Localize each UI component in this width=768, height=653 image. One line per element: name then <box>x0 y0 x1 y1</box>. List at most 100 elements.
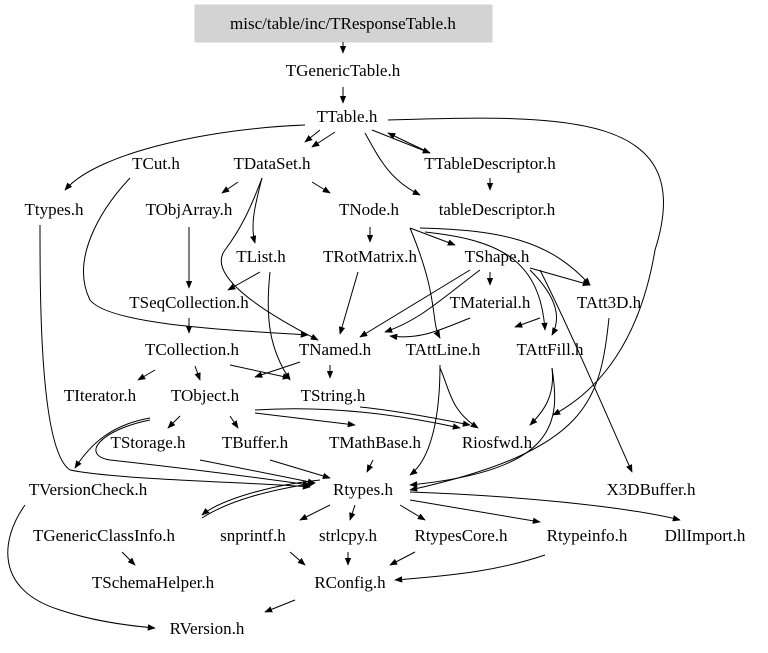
node-tgenerictable[interactable]: TGenericTable.h <box>286 61 401 80</box>
edge-rtypes-tgenericclassinfo <box>201 479 321 516</box>
edge-tobject-tstorage <box>167 415 181 429</box>
node-strlcpy[interactable]: strlcpy.h <box>319 526 377 545</box>
edge-ttypes-rtypes <box>39 224 311 490</box>
edge-tstring-riosfwd <box>359 406 471 427</box>
node-tobject[interactable]: TObject.h <box>171 386 240 405</box>
edge-tlist-tstring <box>267 271 291 381</box>
node-tcollection[interactable]: TCollection.h <box>145 340 239 359</box>
edge-ttable-riosfwd <box>387 117 664 416</box>
node-tobjarray[interactable]: TObjArray.h <box>146 200 233 219</box>
node-tnamed[interactable]: TNamed.h <box>299 340 372 359</box>
node-x3dbuffer[interactable]: X3DBuffer.h <box>607 480 696 499</box>
edge-tnode-tattline <box>409 227 441 339</box>
edge-tattfill-rtypes <box>409 367 556 488</box>
edge-tdataset-tnamed <box>220 177 319 341</box>
nodes: misc/table/inc/TResponseTable.h TGeneric… <box>24 14 745 638</box>
edge-tshape-tnamed <box>359 269 471 338</box>
node-snprintf[interactable]: snprintf.h <box>220 526 286 545</box>
edge-tnamed-tobject <box>254 361 301 378</box>
node-tmathbase[interactable]: TMathBase.h <box>329 433 422 452</box>
edge-ttable-tdataset <box>311 131 336 148</box>
edge-tattline-riosfwd <box>439 367 479 429</box>
edge-tobject-tbuffer <box>229 415 239 429</box>
edge-tcut-tnamed <box>83 177 309 338</box>
edge-tgenericclassinfo-rtypes <box>201 480 316 519</box>
edge-tversioncheck-rversion <box>7 504 156 631</box>
edge-tgenericclassinfo-tschemahelper <box>121 551 136 566</box>
edge-tbuffer-rtypes <box>269 459 331 479</box>
edge-tobject-tversioncheck <box>74 417 151 469</box>
edge-tmaterial-tnamed <box>389 317 471 341</box>
edge-rtypes-rtypeinfo <box>409 499 541 524</box>
node-rconfig[interactable]: RConfig.h <box>314 573 386 592</box>
edge-trotmatrix-tnamed <box>338 271 359 335</box>
node-tschemahelper[interactable]: TSchemaHelper.h <box>92 573 215 592</box>
node-rtypescore[interactable]: RtypesCore.h <box>414 526 508 545</box>
edges <box>7 42 681 631</box>
edge-rtypes-rtypescore <box>399 504 426 521</box>
edge-tlist-tseqcollection <box>227 271 261 291</box>
node-tmaterial[interactable]: TMaterial.h <box>450 293 531 312</box>
node-tstorage[interactable]: TStorage.h <box>110 433 186 452</box>
node-tlist[interactable]: TList.h <box>236 247 286 266</box>
node-tabledescriptor[interactable]: tableDescriptor.h <box>439 200 556 219</box>
node-ttypes[interactable]: Ttypes.h <box>24 200 84 219</box>
edge-tcollection-titerator <box>137 369 156 381</box>
edge-rtypescore-rconfig <box>389 551 416 566</box>
node-rtypeinfo[interactable]: Rtypeinfo.h <box>547 526 628 545</box>
node-tresponsetable[interactable]: misc/table/inc/TResponseTable.h <box>230 14 456 33</box>
node-tstring[interactable]: TString.h <box>301 386 366 405</box>
edge-tnode-tattfill <box>424 231 548 331</box>
edge-tshape-tatt3d <box>529 267 591 287</box>
node-rtypes[interactable]: Rtypes.h <box>333 480 393 499</box>
root-node-box <box>194 4 493 43</box>
edge-tobject-tmathbase <box>254 412 356 428</box>
edge-tshape-x3dbuffer <box>539 269 633 473</box>
edge-tnode-tshape <box>409 227 456 246</box>
node-trotmatrix[interactable]: TRotMatrix.h <box>323 247 417 266</box>
edge-tmathbase-rtypes <box>366 459 374 473</box>
edge-rtypes-strlcpy <box>349 504 356 521</box>
edge-tdataset-tobjarray <box>221 181 239 194</box>
edge-tshape-tattfill <box>529 269 559 336</box>
edge-rtypeinfo-rconfig <box>394 554 546 583</box>
edge-tmaterial-tattfill <box>514 317 541 328</box>
edge-tcollection-tstring <box>229 364 291 380</box>
node-titerator[interactable]: TIterator.h <box>64 386 137 405</box>
node-tdataset[interactable]: TDataSet.h <box>234 154 311 173</box>
edge-ttable-ttabledescriptor <box>371 129 431 154</box>
node-tversioncheck[interactable]: TVersionCheck.h <box>29 480 148 499</box>
node-tcut[interactable]: TCut.h <box>132 154 180 173</box>
edge-tshape-tattline <box>384 269 481 333</box>
node-tatt3d[interactable]: TAtt3D.h <box>577 293 642 312</box>
node-tnode[interactable]: TNode.h <box>339 200 399 219</box>
edge-rtypes-dllimport <box>409 491 681 522</box>
edge-tnode-tatt3d <box>419 227 591 286</box>
edge-tdataset-tlist <box>249 177 263 244</box>
edge-tobject-riosfwd <box>254 408 461 430</box>
node-riosfwd[interactable]: Riosfwd.h <box>462 433 533 452</box>
edge-snprintf-rconfig <box>289 551 306 566</box>
edge-tattfill-riosfwd <box>529 367 554 426</box>
node-tattfill[interactable]: TAttFill.h <box>516 340 584 359</box>
edge-tcollection-tobject <box>194 365 201 381</box>
node-rversion[interactable]: RVersion.h <box>170 619 245 638</box>
edge-ttabledescriptor-ttable <box>387 132 431 154</box>
node-ttabledescriptor[interactable]: TTableDescriptor.h <box>424 154 556 173</box>
node-dllimport[interactable]: DllImport.h <box>665 526 746 545</box>
edge-tattline-rtypes <box>409 364 441 476</box>
edge-tatt3d-rtypes <box>409 317 610 492</box>
edge-rtypes-snprintf <box>299 504 331 521</box>
node-tshape[interactable]: TShape.h <box>465 247 530 266</box>
node-tgenericclassinfo[interactable]: TGenericClassInfo.h <box>33 526 176 545</box>
edge-ttable-ttypes <box>64 124 306 191</box>
edge-tdataset-tnode <box>311 181 331 194</box>
edge-ttable-tabledescriptor <box>364 132 421 196</box>
node-tseqcollection[interactable]: TSeqCollection.h <box>129 293 249 312</box>
node-tbuffer[interactable]: TBuffer.h <box>222 433 289 452</box>
edge-rconfig-rversion <box>264 599 296 613</box>
node-tattline[interactable]: TAttLine.h <box>406 340 481 359</box>
edge-tstorage-rtypes <box>199 459 316 485</box>
node-ttable[interactable]: TTable.h <box>317 107 378 126</box>
